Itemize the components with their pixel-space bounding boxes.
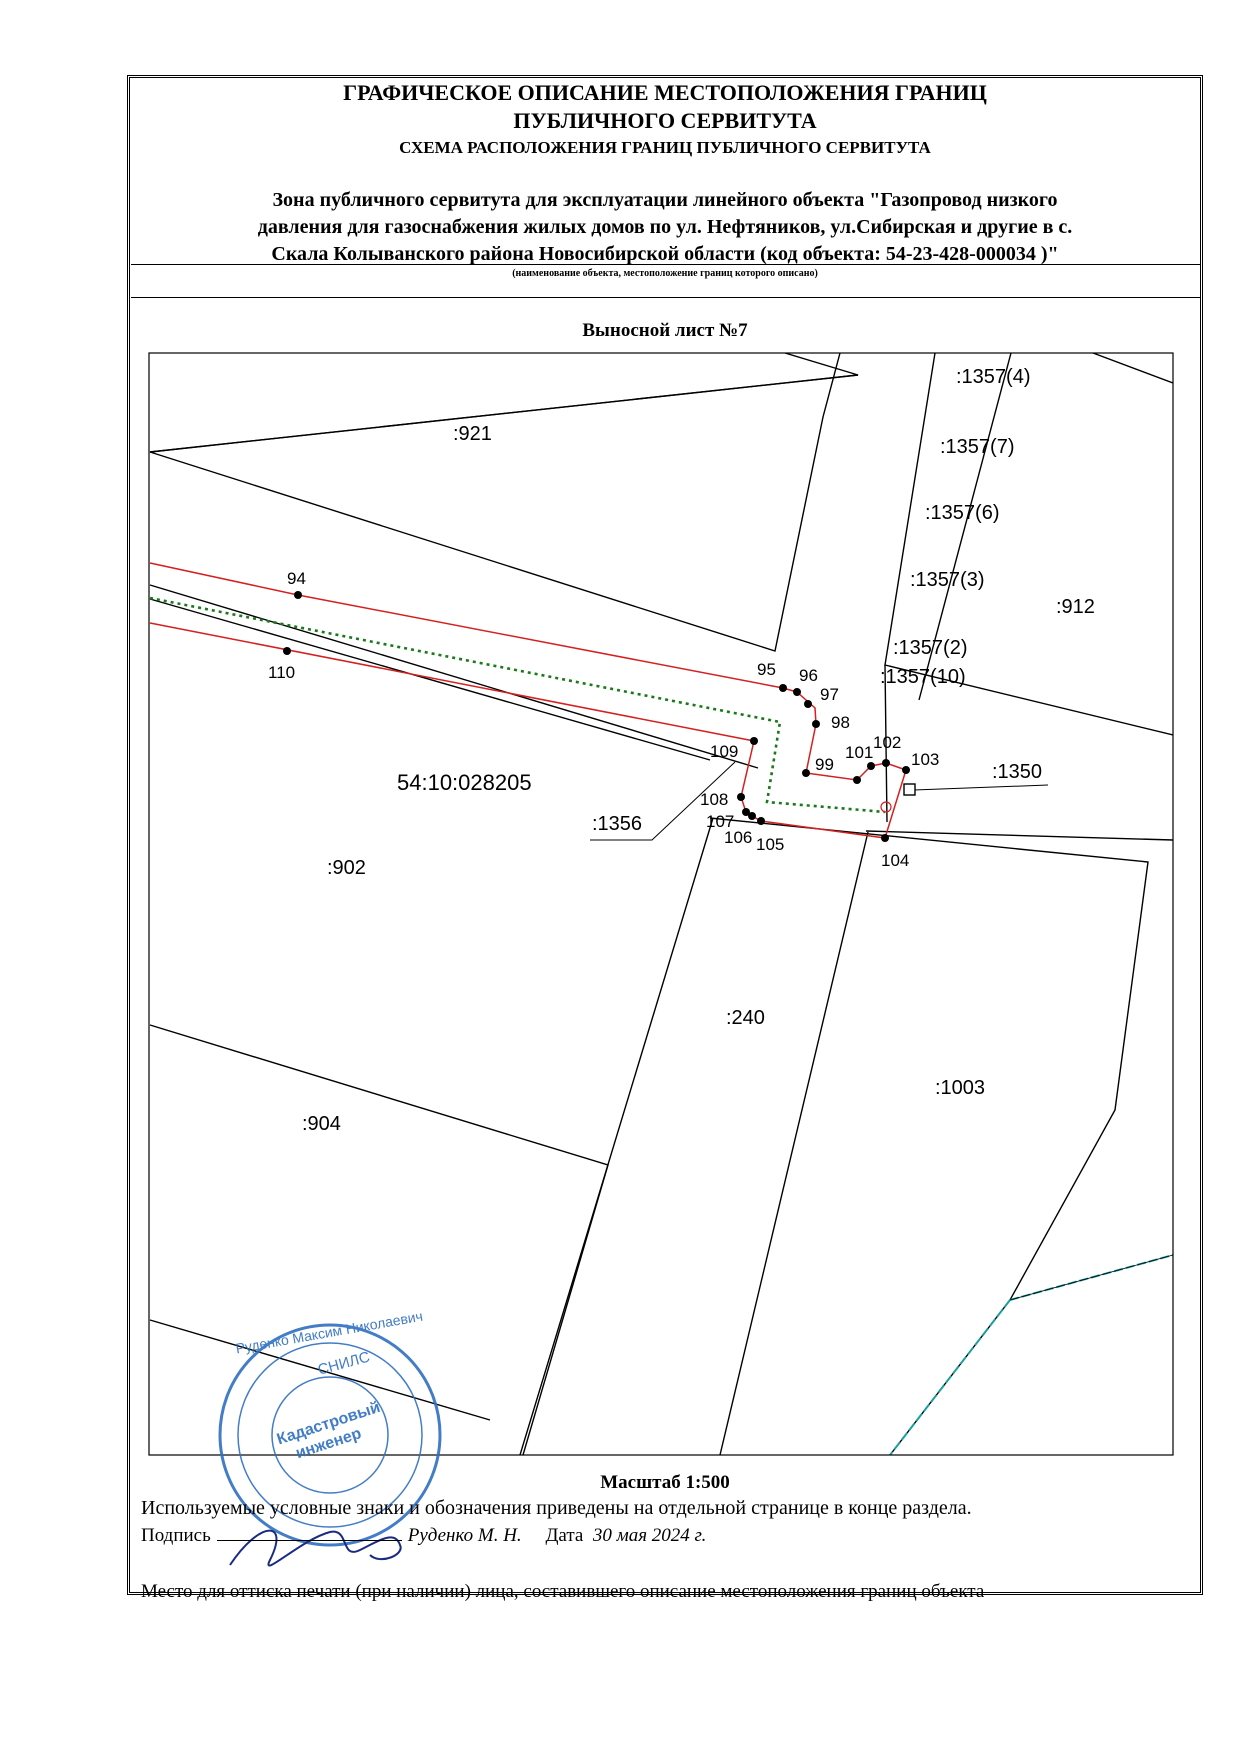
parcel-label-1357-6: :1357(6) [925, 502, 1000, 524]
point-label-104: 104 [881, 851, 909, 870]
subtitle: СХЕМА РАСПОЛОЖЕНИЯ ГРАНИЦ ПУБЛИЧНОГО СЕР… [399, 138, 931, 157]
sheet-title: Выносной лист №7 [582, 320, 748, 341]
map-frame [148, 352, 1174, 1456]
parcel-label-921: :921 [453, 423, 492, 445]
header-divider-1 [131, 264, 1200, 265]
point-label-101: 101 [845, 743, 873, 762]
signature-scribble [229, 1529, 402, 1567]
point-label-94: 94 [287, 569, 306, 588]
point-label-108: 108 [700, 790, 728, 809]
sheet-frame [127, 75, 1203, 1595]
parcel-label-904: :904 [302, 1113, 341, 1135]
object-line-1: Зона публичного сервитута для эксплуатац… [272, 189, 1058, 211]
seal-snils: СНИЛС [316, 1349, 372, 1379]
map-scale: Масштаб 1:500 [600, 1472, 730, 1493]
quarter-label: 54:10:028205 [397, 770, 532, 795]
point-label-103: 103 [911, 750, 939, 769]
point-label-95: 95 [757, 660, 776, 679]
parcel-label-240: :240 [726, 1007, 765, 1029]
parcel-label-1357-10: :1357(10) [880, 666, 966, 688]
signature-line [216, 1540, 402, 1541]
seal-outer-text: Руденко Максим Николаевич [234, 1308, 424, 1357]
point-label-109: 109 [710, 742, 738, 761]
parcel-label-1357-7: :1357(7) [940, 436, 1015, 458]
parcel-label-1357-2: :1357(2) [893, 637, 968, 659]
point-label-102: 102 [873, 733, 901, 752]
parcel-label-912: :912 [1056, 596, 1095, 618]
parcel-label-902: :902 [327, 857, 366, 879]
parcel-label-1350: :1350 [992, 761, 1042, 783]
point-label-98: 98 [831, 713, 850, 732]
stamp-place-note: Место для оттиска печати (при наличии) л… [141, 1581, 985, 1602]
object-line-2: давления для газоснабжения жилых домов п… [257, 216, 1073, 238]
point-label-107: 107 [706, 812, 734, 831]
parcel-label-1357-3: :1357(3) [910, 569, 985, 591]
legend-note: Используемые условные знаки и обозначени… [141, 1497, 972, 1519]
object-line-3: Скала Колыванского района Новосибирской … [271, 243, 1059, 265]
parcel-label-1003: :1003 [935, 1077, 985, 1099]
parcel-label-1356: :1356 [592, 813, 642, 835]
signer-name: Руденко М. Н. [407, 1525, 522, 1546]
point-label-105: 105 [756, 835, 784, 854]
point-label-106: 106 [724, 828, 752, 847]
title-line-1: ГРАФИЧЕСКОЕ ОПИСАНИЕ МЕСТОПОЛОЖЕНИЯ ГРАН… [343, 80, 987, 105]
point-label-97: 97 [820, 685, 839, 704]
header-divider-2 [131, 297, 1200, 298]
parcel-lines [149, 353, 1173, 1455]
object-caption: (наименование объекта, местоположение гр… [512, 268, 818, 279]
parcel-label-1357-4: :1357(4) [956, 366, 1031, 388]
date-value: 30 мая 2024 г. [592, 1525, 707, 1546]
point-label-110: 110 [268, 663, 295, 682]
point-label-99: 99 [815, 755, 834, 774]
point-label-96: 96 [799, 666, 818, 685]
title-line-2: ПУБЛИЧНОГО СЕРВИТУТА [513, 108, 817, 133]
date-label: Дата [545, 1525, 584, 1546]
signature-label: Подпись [141, 1525, 211, 1546]
signature-row: Подпись Руденко М. Н. Дата 30 мая 2024 г. [141, 1525, 706, 1547]
